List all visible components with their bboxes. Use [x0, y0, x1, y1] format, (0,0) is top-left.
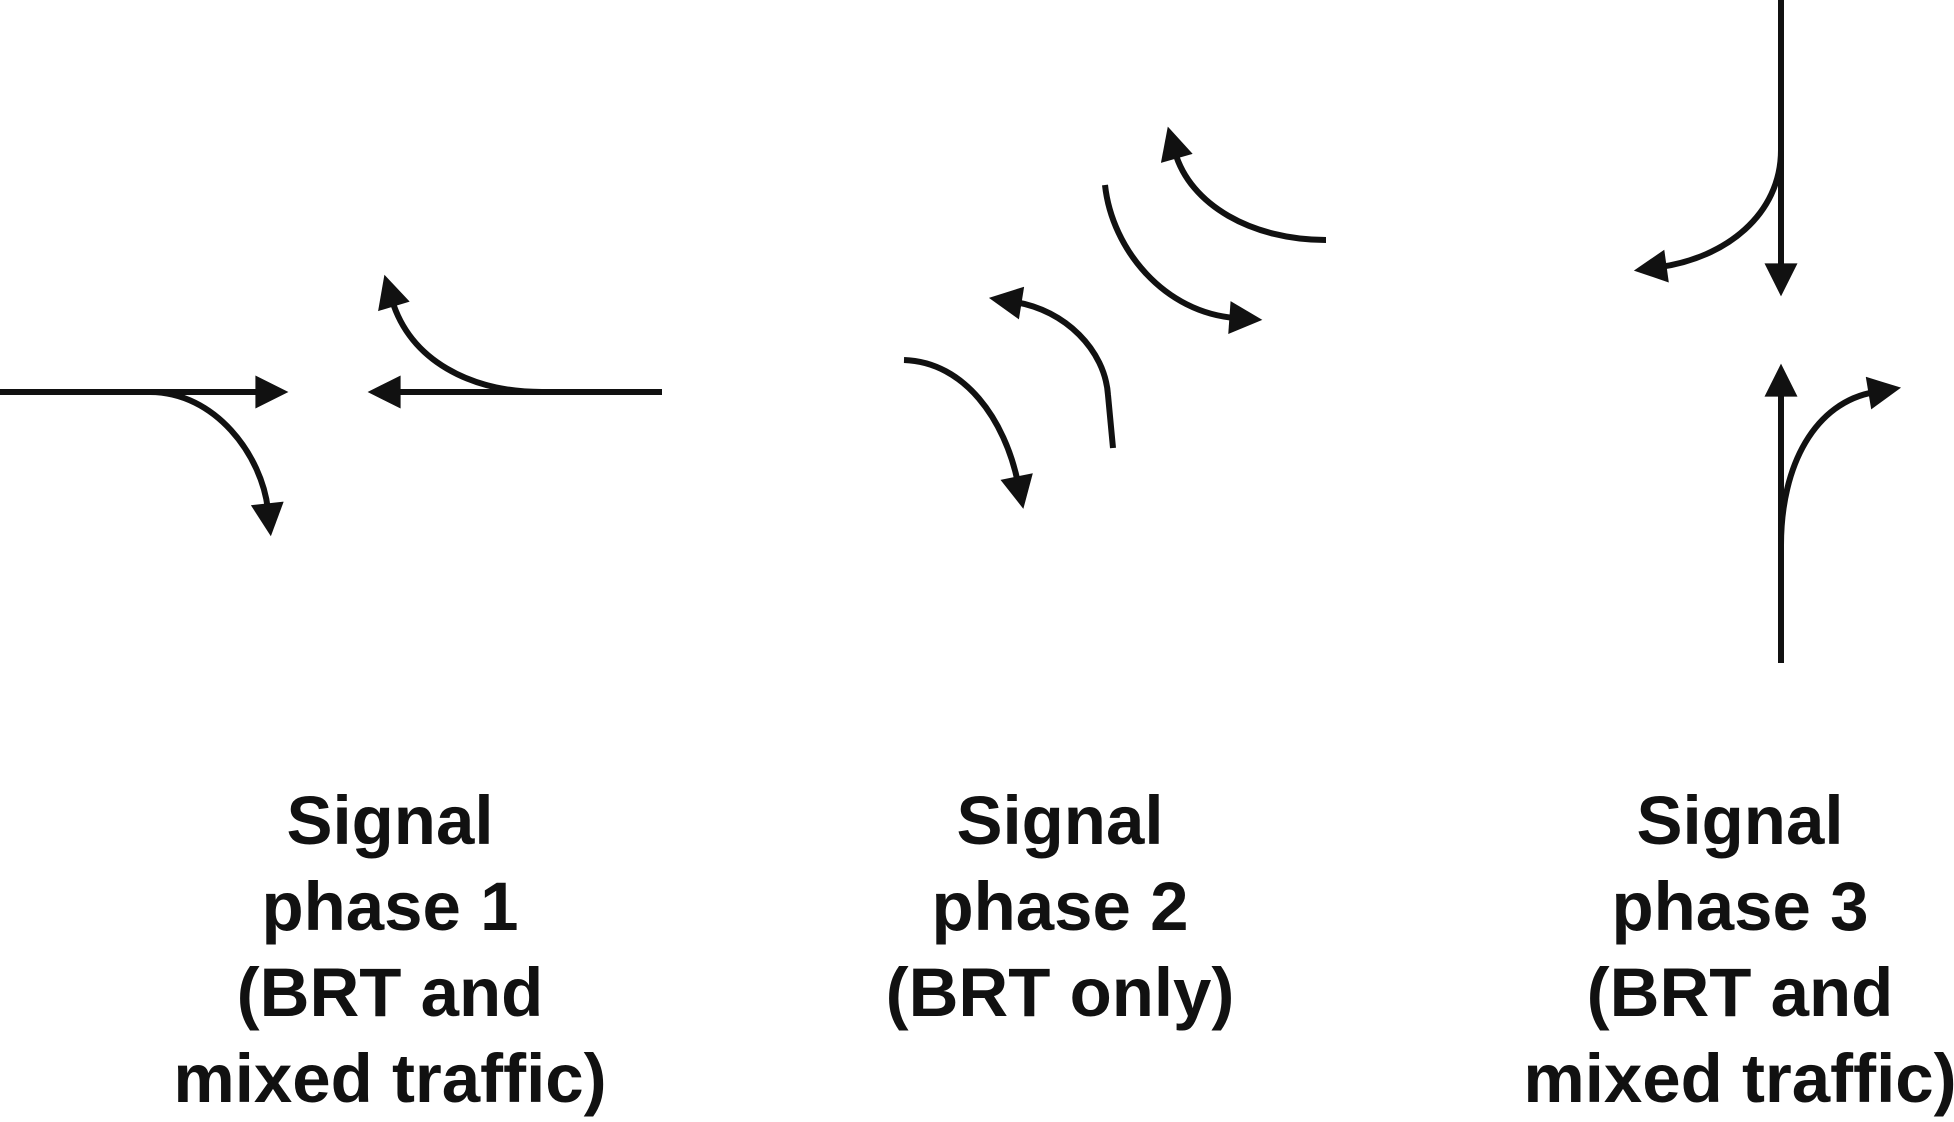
phase-1-label: Signal phase 1 (BRT and mixed traffic) — [130, 778, 650, 1122]
phase-2-movements — [903, 126, 1327, 509]
phase-2-label-line-3: (BRT only) — [885, 954, 1235, 1031]
phase-3-southbound-right-turn-arrow — [1633, 149, 1784, 283]
phase-3-label-line-4: mixed traffic) — [1523, 1040, 1954, 1117]
phase-3-label: Signal phase 3 (BRT and mixed traffic) — [1480, 778, 1954, 1122]
phase-2-label: Signal phase 2 (BRT only) — [800, 778, 1320, 1036]
phase-3-northbound-right-turn-arrow — [1778, 376, 1902, 546]
phase-1-eastbound-right-turn-arrow — [149, 389, 284, 537]
phase-1-label-line-4: mixed traffic) — [173, 1040, 607, 1117]
phase-1-westbound-right-turn-arrow — [378, 274, 543, 395]
phase-3-movements — [1633, 0, 1902, 663]
phase-2-northbound-left-turn-arrow — [988, 286, 1116, 449]
phase-2-westbound-right-turn-arrow — [1160, 126, 1327, 243]
phase-3-label-line-1: Signal — [1636, 782, 1844, 859]
phase-3-label-line-3: (BRT and — [1586, 954, 1894, 1031]
phase-2-southbound-left-turn-arrow — [1102, 184, 1263, 334]
phase-3-label-line-2: phase 3 — [1611, 868, 1869, 945]
phase-1-movements — [0, 274, 662, 537]
phase-1-label-line-2: phase 1 — [261, 868, 519, 945]
phase-1-label-line-3: (BRT and — [236, 954, 544, 1031]
phase-2-label-line-2: phase 2 — [931, 868, 1189, 945]
phase-2-label-line-1: Signal — [956, 782, 1164, 859]
phase-2-southbound-turn-arrow — [903, 357, 1033, 509]
phase-1-label-line-1: Signal — [286, 782, 494, 859]
